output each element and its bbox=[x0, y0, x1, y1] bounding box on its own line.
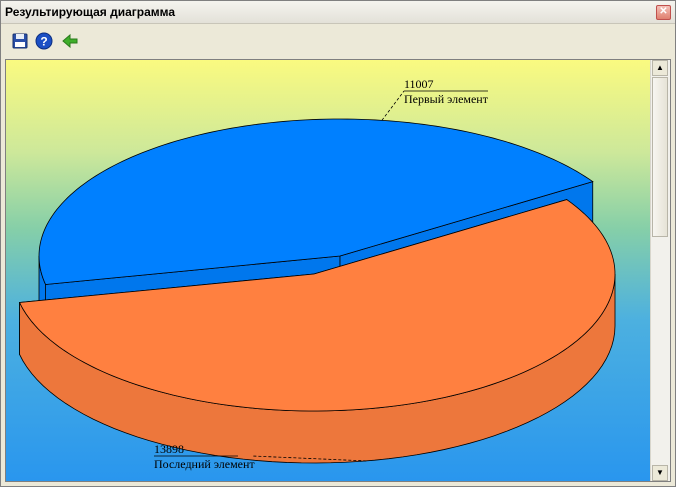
scroll-up-icon: ▲ bbox=[656, 63, 664, 72]
scroll-thumb[interactable] bbox=[652, 77, 668, 237]
slice-name-label: Первый элемент bbox=[404, 92, 489, 106]
back-arrow-icon bbox=[62, 33, 78, 49]
close-icon: ✕ bbox=[659, 6, 668, 17]
slice-last bbox=[18, 199, 616, 412]
leader-line bbox=[381, 90, 405, 121]
save-button[interactable] bbox=[9, 30, 31, 52]
svg-text:?: ? bbox=[40, 35, 47, 49]
scroll-up-button[interactable]: ▲ bbox=[652, 60, 668, 76]
help-icon: ? bbox=[35, 32, 53, 50]
title-bar[interactable]: Результирующая диаграмма ✕ bbox=[1, 1, 675, 24]
back-button[interactable] bbox=[59, 30, 81, 52]
slice-value-label: 11007 bbox=[404, 77, 434, 91]
save-icon bbox=[12, 33, 28, 49]
slice-value-label: 13898 bbox=[154, 442, 184, 456]
window-title: Результирующая диаграмма bbox=[5, 5, 176, 19]
scroll-down-button[interactable]: ▼ bbox=[652, 465, 668, 481]
toolbar: ? bbox=[1, 24, 675, 57]
leader-line bbox=[251, 455, 367, 462]
slice-first bbox=[38, 118, 594, 285]
vertical-scrollbar[interactable]: ▲ ▼ bbox=[650, 60, 670, 481]
close-button[interactable]: ✕ bbox=[656, 5, 671, 20]
scroll-down-icon: ▼ bbox=[656, 468, 664, 477]
help-button[interactable]: ? bbox=[33, 30, 55, 52]
slice-name-label: Последний элемент bbox=[154, 457, 255, 471]
